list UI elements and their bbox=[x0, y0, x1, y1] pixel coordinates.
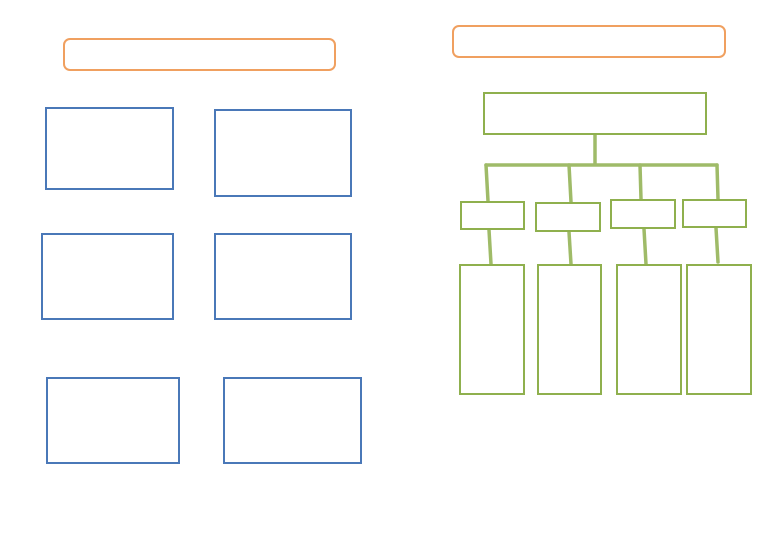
org-level2-box-3[interactable] bbox=[616, 264, 682, 395]
right-title-box[interactable] bbox=[452, 25, 726, 58]
connector-level1-3-to-level2-3 bbox=[642, 227, 648, 266]
org-level2-box-4[interactable] bbox=[686, 264, 752, 395]
connector-level1-2-to-level2-2 bbox=[567, 230, 573, 266]
connector-to-level1-1 bbox=[484, 163, 490, 203]
connector-to-level1-3 bbox=[638, 163, 643, 201]
left-box-3[interactable] bbox=[41, 233, 174, 320]
org-level1-box-2[interactable] bbox=[535, 202, 601, 232]
connector-to-level1-2 bbox=[567, 163, 573, 204]
org-level2-box-2[interactable] bbox=[537, 264, 602, 395]
left-box-2[interactable] bbox=[214, 109, 352, 197]
connector-level1-1-to-level2-1 bbox=[487, 228, 493, 266]
left-box-4[interactable] bbox=[214, 233, 352, 320]
connector-to-level1-4 bbox=[715, 163, 720, 201]
connector-level1-4-to-level2-4 bbox=[714, 226, 720, 264]
org-level2-box-1[interactable] bbox=[459, 264, 525, 395]
org-level1-box-1[interactable] bbox=[460, 201, 525, 230]
org-level1-box-4[interactable] bbox=[682, 199, 747, 228]
left-box-1[interactable] bbox=[45, 107, 174, 190]
org-root-box[interactable] bbox=[483, 92, 707, 135]
org-level1-box-3[interactable] bbox=[610, 199, 676, 229]
left-title-box[interactable] bbox=[63, 38, 336, 71]
left-box-5[interactable] bbox=[46, 377, 180, 464]
left-box-6[interactable] bbox=[223, 377, 362, 464]
